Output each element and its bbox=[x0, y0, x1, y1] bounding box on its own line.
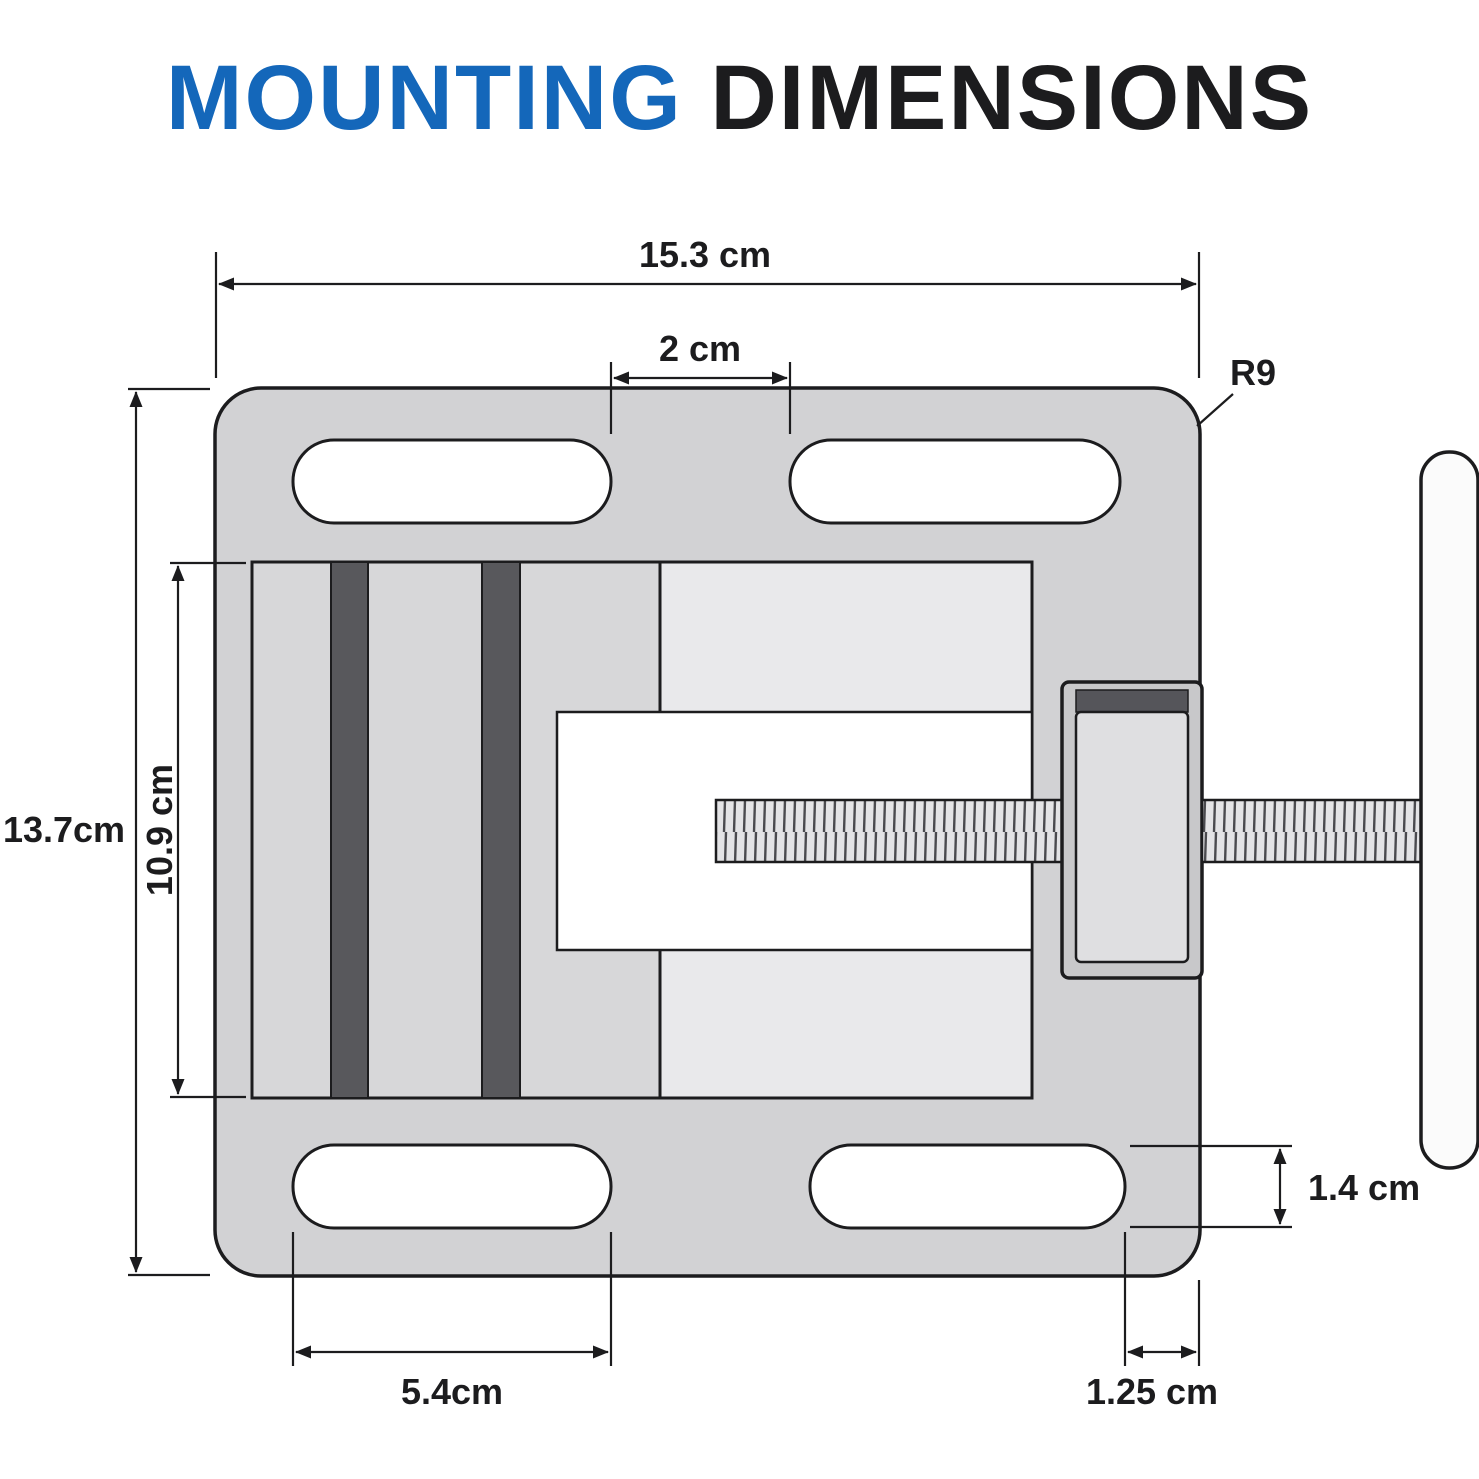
page-title: MOUNTING DIMENSIONS bbox=[0, 46, 1479, 151]
title-word-dimensions: DIMENSIONS bbox=[710, 47, 1314, 149]
moving-jaw-top-plate bbox=[1075, 689, 1189, 713]
label-total-width: 15.3 cm bbox=[639, 234, 771, 275]
label-edge-offset: 1.25 cm bbox=[1086, 1371, 1218, 1412]
vise-body-group bbox=[213, 386, 1479, 1278]
moving-jaw-inner bbox=[1074, 710, 1190, 964]
mounting-slot-bottom-left bbox=[291, 1143, 613, 1230]
mounting-slot-top-left bbox=[291, 438, 613, 525]
label-corner-radius: R9 bbox=[1230, 352, 1276, 393]
label-slot-length: 5.4cm bbox=[401, 1371, 503, 1412]
jaw-plate-left bbox=[330, 561, 369, 1099]
title-word-mounting: MOUNTING bbox=[165, 47, 683, 149]
leader-line-corner-radius bbox=[1196, 393, 1234, 427]
label-slot-height: 1.4 cm bbox=[1308, 1167, 1420, 1208]
dimension-labels-group: 15.3 cm 2 cm R9 13.7cm 10.9 cm 1.4 cm 5.… bbox=[3, 234, 1420, 1412]
label-slot-gap: 2 cm bbox=[659, 328, 741, 369]
label-inner-height: 10.9 cm bbox=[139, 764, 180, 896]
handle-bar bbox=[1419, 450, 1479, 1170]
lead-screw-left bbox=[714, 798, 1070, 864]
label-total-height: 13.7cm bbox=[3, 809, 125, 850]
dimension-lines-group bbox=[128, 252, 1292, 1366]
jaw-plate-right bbox=[481, 561, 521, 1099]
mounting-slot-bottom-right bbox=[808, 1143, 1127, 1230]
lead-screw-right bbox=[1200, 798, 1423, 864]
mounting-slot-top-right bbox=[788, 438, 1122, 525]
